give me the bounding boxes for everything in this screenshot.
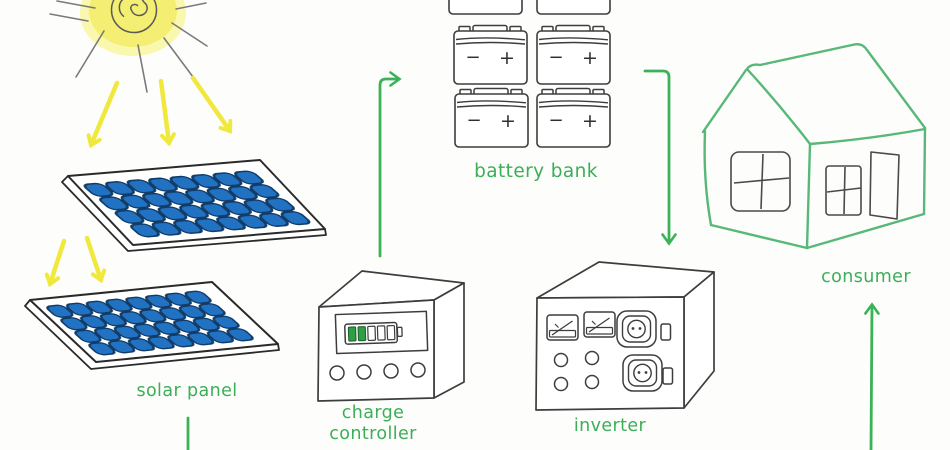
battery-bank [448,0,611,148]
solar-cells [80,170,314,238]
door [869,151,900,220]
sun-spiral [118,0,148,18]
solar-panel-lower [24,281,280,370]
inverter [535,261,715,411]
sunlight-arrows [50,75,230,284]
switch-icon [660,323,672,341]
charge-controller [317,270,465,402]
label-charge-controller-line2: controller [329,424,417,444]
label-inverter: inverter [573,416,647,436]
label-consumer: consumer [821,267,911,287]
label-charge-controller: charge controller [329,403,416,445]
label-solar-panel: solar panel [136,381,238,401]
switch-icon [662,367,674,385]
front-window [730,151,791,212]
controller-knobs [329,362,426,381]
label-charge-controller-line1: charge [341,403,405,423]
flow-arrows [186,69,872,450]
arrow-to-consumer [871,305,872,450]
solar-cells [43,290,257,356]
label-battery-bank: battery bank [474,161,598,182]
charge-indicator [334,310,429,355]
consumer-house [701,42,927,250]
arrow-controller-to-battery [378,79,399,258]
arrow-battery-to-inverter [643,69,669,243]
house-details [730,151,900,220]
inverter-buttons [553,350,600,392]
side-window [825,165,862,216]
sun-rays [49,0,208,93]
sun-icon [49,0,208,93]
solar-panel-upper [61,159,327,252]
